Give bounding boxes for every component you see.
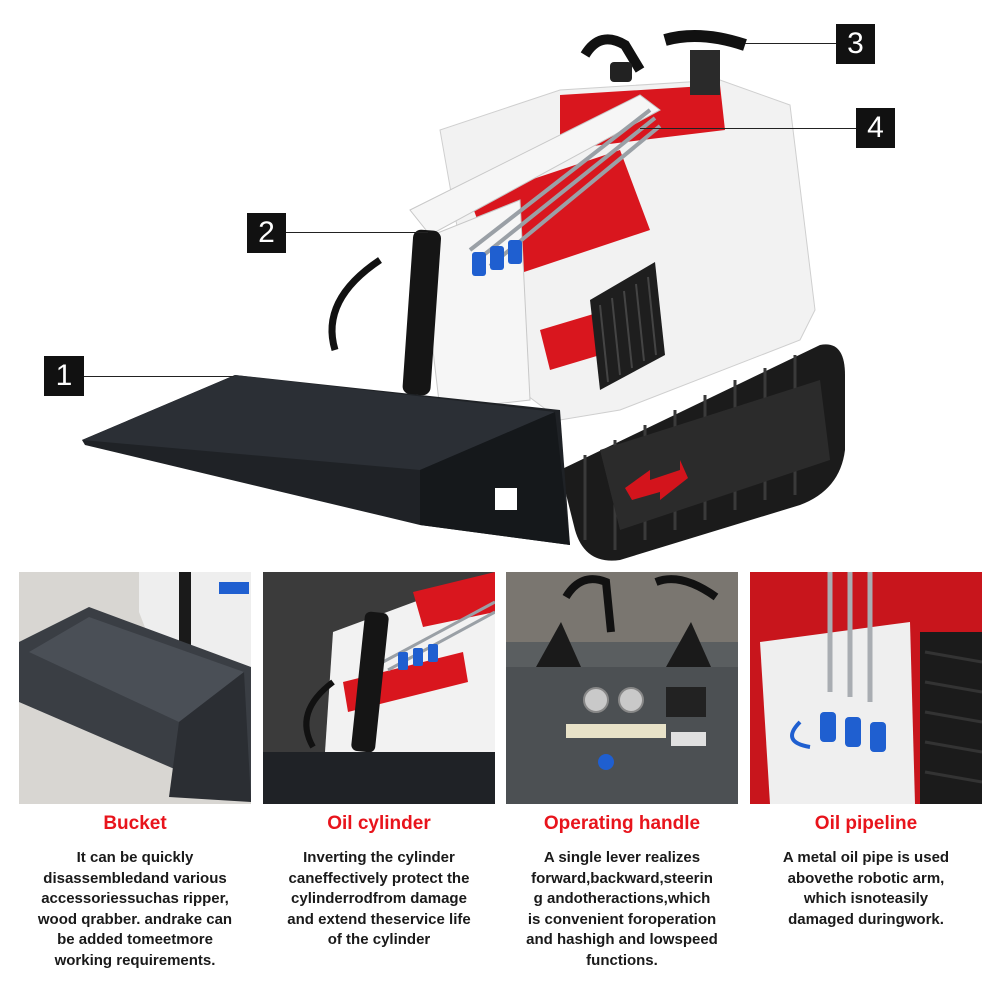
operating-handle-description: A single lever realizes forward,backward… — [497, 848, 747, 971]
oil-pipeline-line: A metal oil pipe is used — [782, 849, 950, 866]
bucket-line: working requirements. — [54, 951, 216, 969]
oil-cylinder-description: Inverting the cylinder caneffectively pr… — [254, 848, 504, 951]
oil-cylinder-caption: Oil cylinder Inverting the cylinder cane… — [254, 812, 504, 951]
oil-pipeline-photo-panel — [750, 572, 982, 804]
oil-cylinder-line: Inverting the cylinder — [303, 849, 455, 866]
oil-pipeline-caption: Oil pipeline A metal oil pipe is used ab… — [741, 812, 991, 930]
oil-cylinder-line: and extend theservice life — [287, 910, 471, 928]
operating-handle-line: functions. — [586, 951, 658, 969]
bucket-photo-panel — [19, 572, 251, 804]
hero-machine-illustration — [82, 30, 845, 561]
oil-pipeline-line: abovethe robotic arm, — [787, 869, 945, 887]
bucket-line: accessoriessuchas ripper, — [41, 890, 229, 907]
callout-2: 2 — [247, 213, 286, 253]
callout-4-leader — [640, 128, 856, 129]
oil-cylinder-title: Oil cylinder — [327, 813, 431, 834]
bucket-line: It can be quickly — [76, 849, 194, 866]
operating-handle-title: Operating handle — [543, 813, 701, 834]
oil-pipeline-title: Oil pipeline — [814, 813, 918, 834]
callout-4: 4 — [856, 108, 895, 148]
oil-cylinder-line: of the cylinder — [327, 931, 431, 948]
callout-3: 3 — [836, 24, 875, 64]
callout-2-leader — [286, 232, 428, 233]
bucket-line: disassembledand various — [43, 869, 227, 887]
operating-handle-photo — [506, 572, 738, 804]
bucket-description: It can be quickly disassembledand variou… — [10, 848, 260, 971]
oil-cylinder-line: cylinderrodfrom damage — [291, 890, 467, 907]
operating-handle-photo-panel — [506, 572, 738, 804]
oil-pipeline-description: A metal oil pipe is used abovethe roboti… — [741, 848, 991, 930]
bucket-photo — [19, 572, 251, 804]
bucket-title: Bucket — [103, 813, 167, 834]
operating-handle-line: forward,backward,steerin — [531, 869, 713, 887]
oil-cylinder-line: caneffectively protect the — [288, 869, 470, 887]
callout-1-leader — [84, 376, 234, 377]
bucket-line: be added tomeetmore — [57, 931, 213, 948]
bucket-caption: Bucket It can be quickly disassembledand… — [10, 812, 260, 971]
oil-pipeline-photo — [750, 572, 982, 804]
operating-handle-line: A single lever realizes — [543, 849, 701, 866]
operating-handle-line: g andotheractions,which — [533, 890, 711, 907]
callout-1: 1 — [44, 356, 84, 396]
oil-pipeline-line: which isnoteasily — [803, 890, 929, 907]
operating-handle-line: is convenient foroperation — [527, 910, 717, 928]
operating-handle-line: and hashigh and lowspeed — [526, 931, 718, 948]
operating-handle-caption: Operating handle A single lever realizes… — [497, 812, 747, 971]
mini-skid-steer-loader-illustration — [82, 30, 845, 561]
bucket-line: wood qrabber. andrake can — [37, 910, 233, 928]
oil-cylinder-photo-panel — [263, 572, 495, 804]
oil-cylinder-photo — [263, 572, 495, 804]
oil-pipeline-line: damaged duringwork. — [788, 910, 944, 928]
callout-3-leader — [745, 43, 837, 44]
